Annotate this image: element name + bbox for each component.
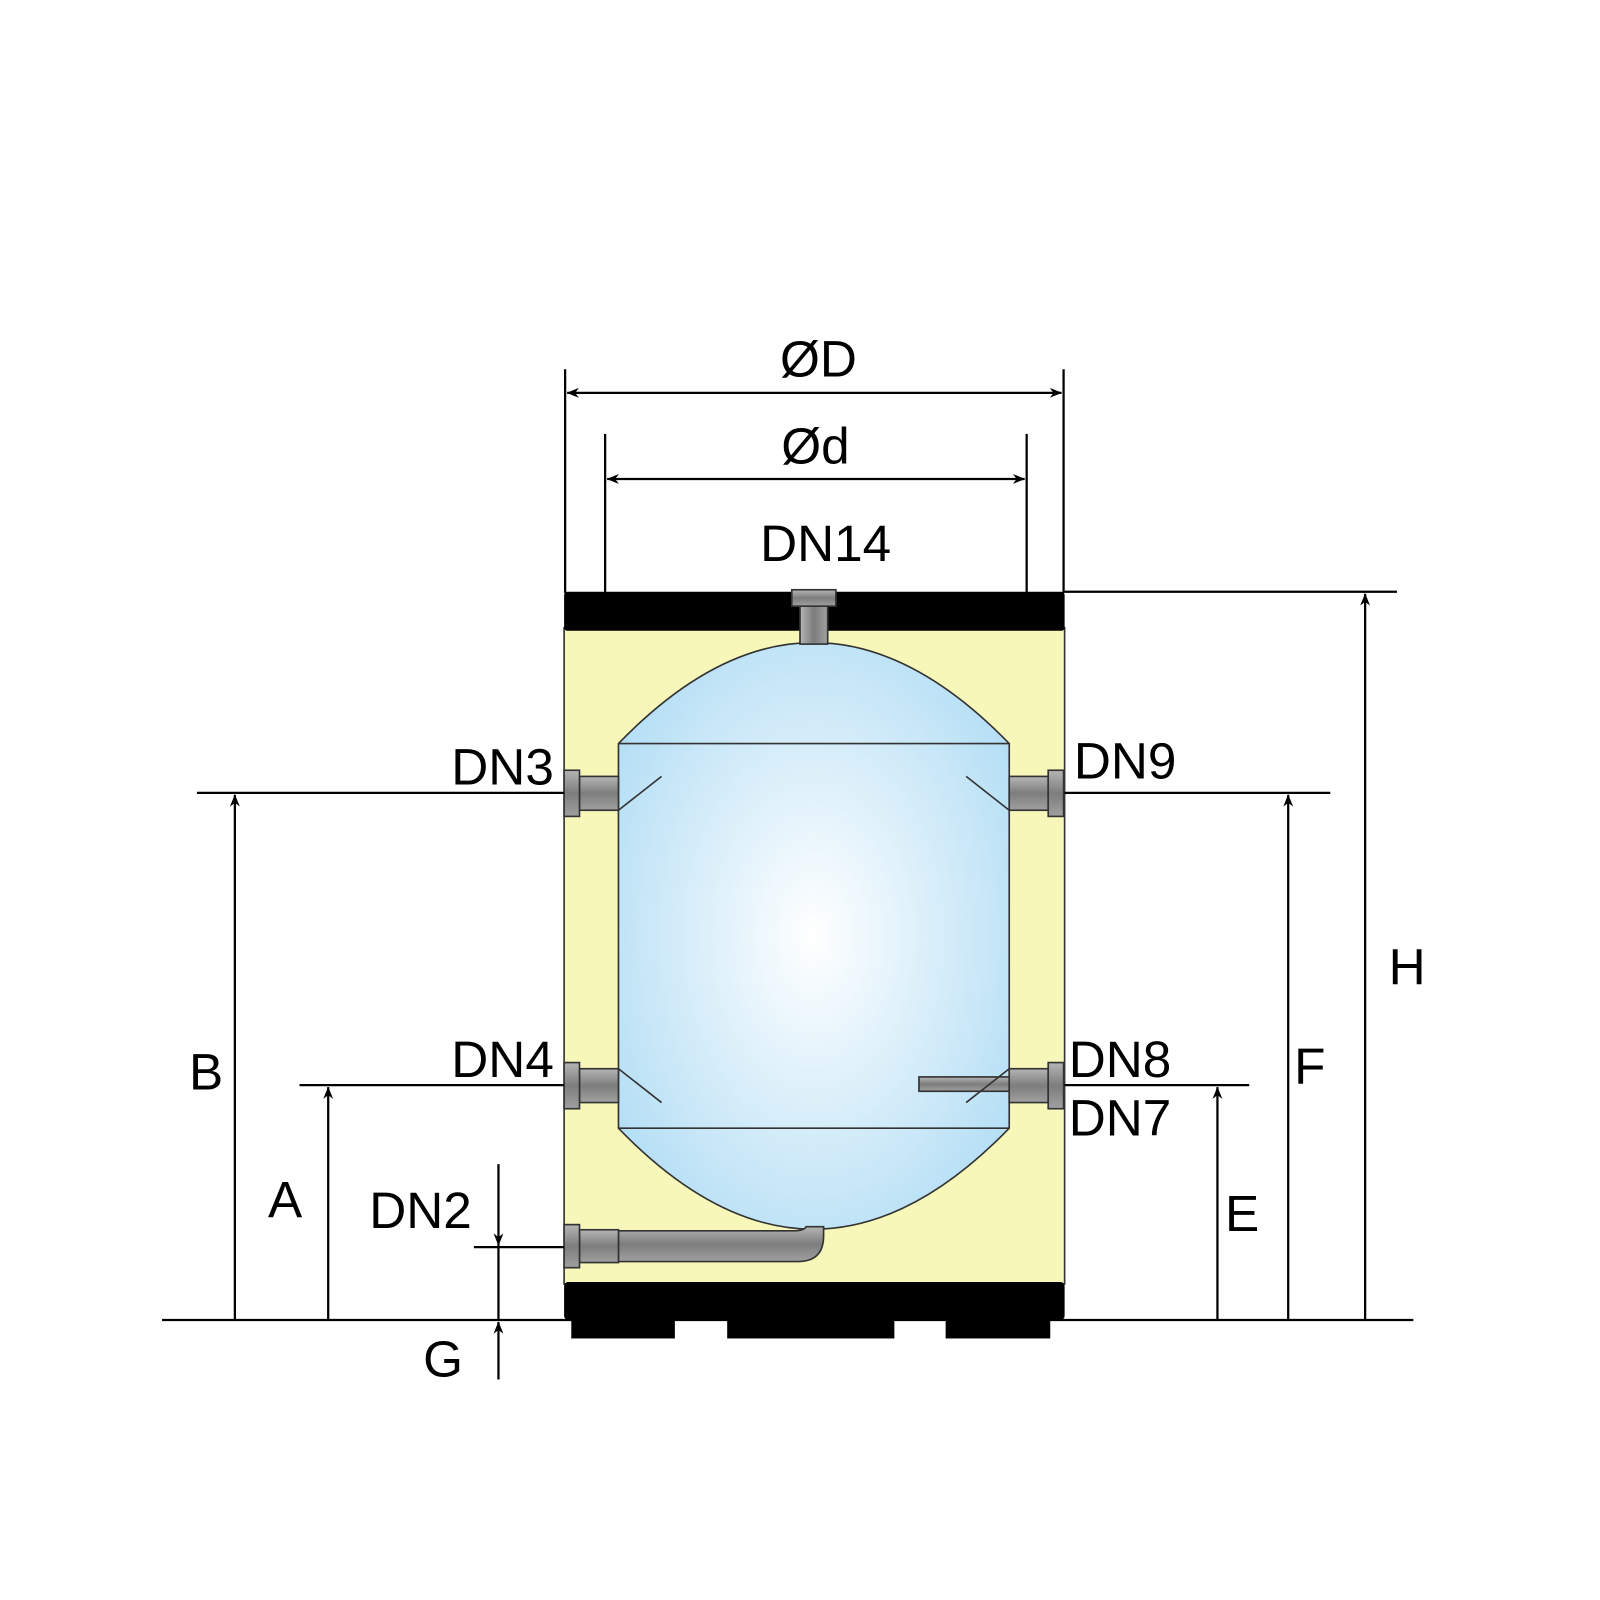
label-dn4: DN4 bbox=[451, 1031, 554, 1088]
label-dn2: DN2 bbox=[369, 1182, 472, 1239]
label-g: G bbox=[423, 1330, 463, 1387]
connector-dn8-dn7 bbox=[918, 1061, 1065, 1110]
label-f: F bbox=[1294, 1038, 1325, 1095]
dimension-outer-diameter: ØD bbox=[563, 330, 1065, 593]
connector-dn9 bbox=[965, 769, 1065, 818]
foot-left bbox=[571, 1316, 675, 1339]
label-dn7: DN7 bbox=[1069, 1089, 1172, 1146]
label-h: H bbox=[1389, 939, 1426, 996]
dimension-e: E bbox=[1064, 1084, 1259, 1320]
label-a: A bbox=[268, 1172, 303, 1229]
dimension-a: A bbox=[268, 1084, 565, 1320]
nozzle-dn14-stem bbox=[799, 604, 829, 645]
dimension-f: F bbox=[1064, 791, 1331, 1320]
label-e: E bbox=[1225, 1185, 1259, 1242]
label-dn14: DN14 bbox=[760, 515, 891, 572]
connector-dn4 bbox=[563, 1061, 663, 1110]
label-dn8: DN8 bbox=[1069, 1031, 1172, 1088]
foot-right bbox=[945, 1316, 1051, 1339]
dimension-h: H bbox=[1064, 590, 1426, 1320]
label-dn9: DN9 bbox=[1074, 733, 1177, 790]
tank-vessel bbox=[617, 641, 1011, 1230]
connector-dn3 bbox=[563, 769, 663, 818]
dimension-g: G bbox=[423, 1164, 565, 1387]
foot-center bbox=[727, 1316, 895, 1339]
dimension-b: B bbox=[189, 791, 565, 1320]
connector-dn2 bbox=[563, 1223, 825, 1269]
label-dn3: DN3 bbox=[451, 739, 554, 796]
nozzle-dn14-cap bbox=[790, 588, 837, 607]
dimension-inner-diameter: Ød bbox=[603, 418, 1028, 593]
label-b: B bbox=[189, 1043, 223, 1100]
bottom-base bbox=[564, 1282, 1065, 1320]
label-outer-diameter: ØD bbox=[780, 330, 857, 387]
label-inner-diameter: Ød bbox=[781, 418, 849, 475]
